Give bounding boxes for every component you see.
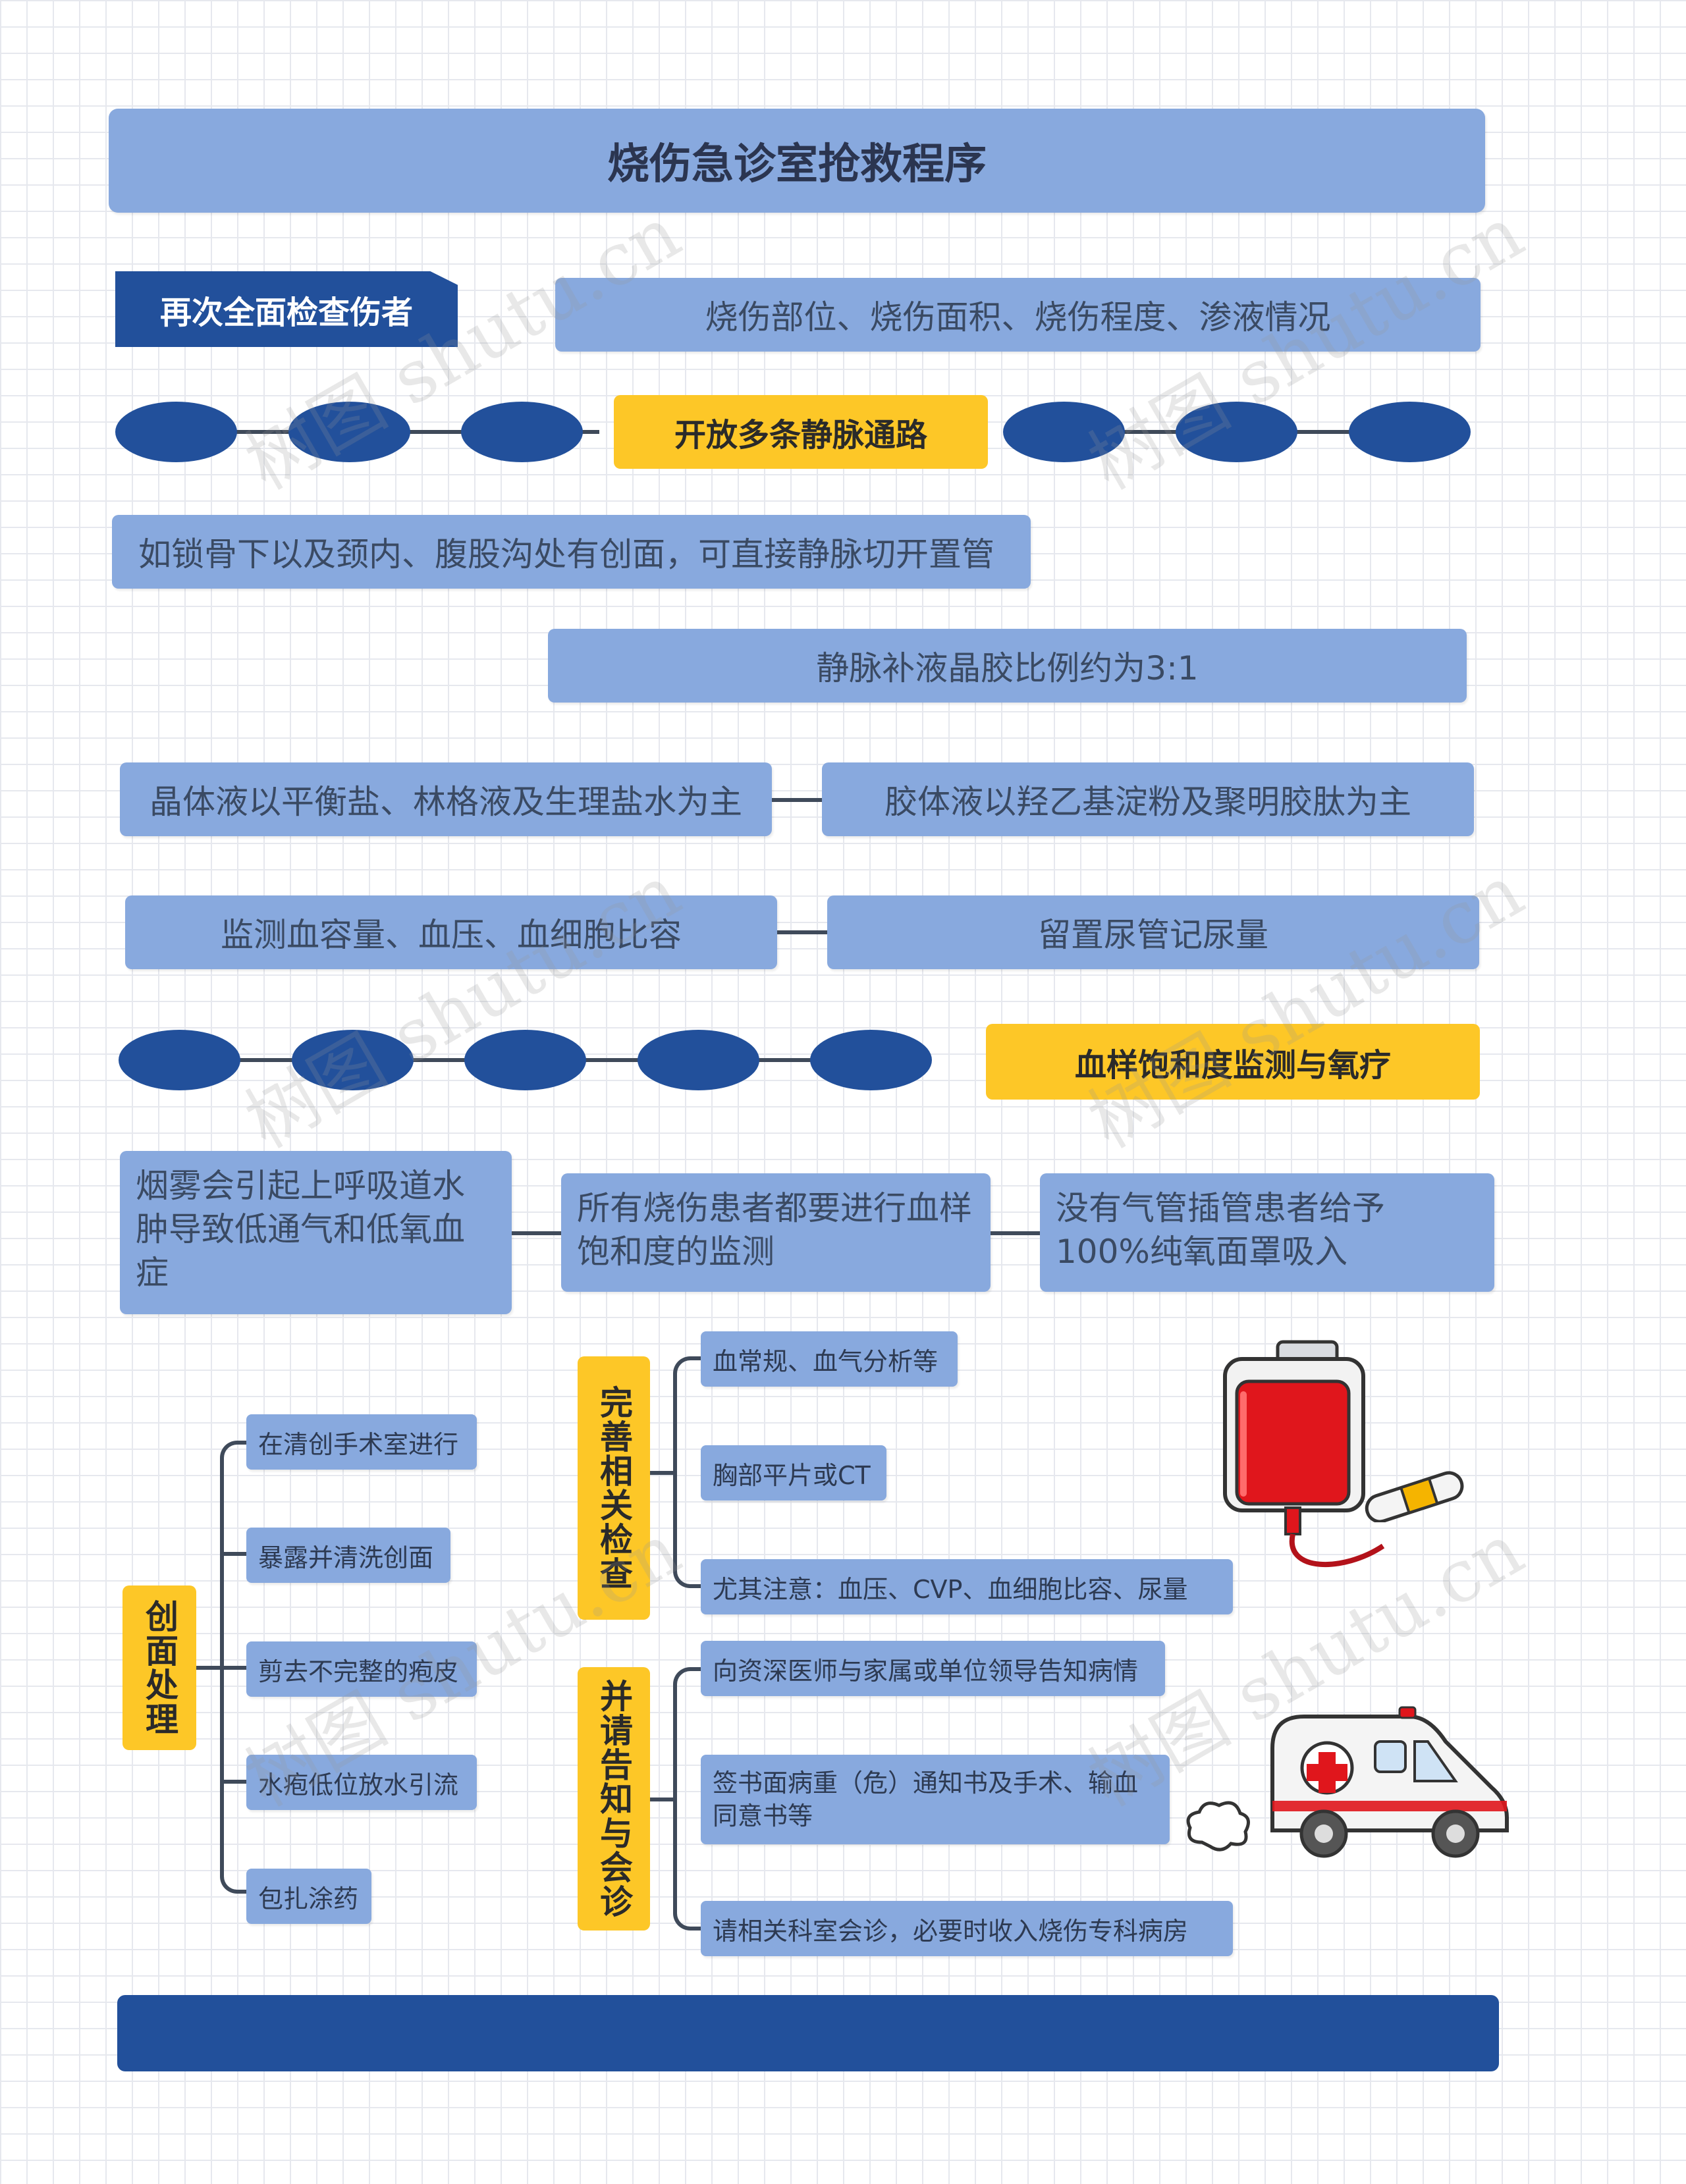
watermark: 树图 shutu.cn [223, 834, 695, 1167]
wound-item-text: 包扎涂药 [258, 1884, 359, 1913]
decor-oval [638, 1030, 759, 1090]
blood-bag-icon [1223, 1340, 1385, 1568]
crystal-box: 晶体液以平衡盐、林格液及生理盐水为主 [120, 762, 772, 836]
decor-oval [1003, 402, 1125, 462]
connector [224, 1552, 246, 1556]
iv-ratio-text: 静脉补液晶胶比例约为3:1 [816, 649, 1199, 687]
monitor-box: 监测血容量、血压、血细胞比容 [125, 895, 777, 969]
connector [991, 1231, 1040, 1235]
wound-item: 暴露并清洗创面 [246, 1528, 450, 1583]
notify-item-text: 请相关科室会诊，必要时收入烧伤专科病房 [713, 1916, 1189, 1946]
decor-oval [1176, 402, 1297, 462]
crystal-text: 晶体液以平衡盐、林格液及生理盐水为主 [150, 783, 742, 821]
exams-label: 完善相关检查 [595, 1385, 633, 1591]
colloid-text: 胶体液以羟乙基淀粉及聚明胶肽为主 [884, 783, 1411, 821]
iv-note: 如锁骨下以及颈内、腹股沟处有创面，可直接静脉切开置管 [112, 515, 1031, 589]
oxygen-box: 没有气管插管患者给予100%纯氧面罩吸入 [1040, 1173, 1494, 1292]
decor-oval [288, 402, 410, 462]
smoke-text: 烟雾会引起上呼吸道水肿导致低通气和低氧血症 [136, 1167, 465, 1292]
connector [224, 1780, 246, 1784]
smoke-box: 烟雾会引起上呼吸道水肿导致低通气和低氧血症 [120, 1151, 512, 1314]
watermark: 树图 shutu.cn [1066, 834, 1538, 1167]
check-tag: 再次全面检查伤者 [115, 271, 458, 347]
exams-bracket [673, 1356, 701, 1588]
wound-label-box: 创面处理 [122, 1585, 196, 1750]
all-patients-text: 所有烧伤患者都要进行血样饱和度的监测 [577, 1189, 972, 1271]
check-detail-text: 烧伤部位、烧伤面积、烧伤程度、渗液情况 [705, 298, 1331, 336]
decor-oval [810, 1030, 932, 1090]
decor-oval [119, 1030, 240, 1090]
connector [224, 1666, 246, 1670]
iv-ratio: 静脉补液晶胶比例约为3:1 [548, 629, 1467, 703]
pill-icon [1365, 1471, 1464, 1522]
connector [196, 1666, 224, 1670]
decor-oval [464, 1030, 586, 1090]
check-detail: 烧伤部位、烧伤面积、烧伤程度、渗液情况 [555, 278, 1481, 352]
exam-item: 血常规、血气分析等 [701, 1331, 958, 1387]
connector [777, 930, 827, 934]
iv-note-text: 如锁骨下以及颈内、腹股沟处有创面，可直接静脉切开置管 [138, 535, 994, 573]
decor-oval [1349, 402, 1471, 462]
wound-bracket [220, 1441, 246, 1894]
exams-label-box: 完善相关检查 [578, 1356, 650, 1620]
wound-label: 创面处理 [140, 1599, 178, 1736]
urine-text: 留置尿管记尿量 [1038, 916, 1268, 954]
notify-item-text: 向资深医师与家属或单位领导告知病情 [713, 1656, 1139, 1686]
check-tag-label: 再次全面检查伤者 [159, 294, 413, 331]
exam-item: 尤其注意：血压、CVP、血细胞比容、尿量 [701, 1559, 1233, 1614]
connector [650, 1471, 676, 1475]
notify-item: 向资深医师与家属或单位领导告知病情 [701, 1641, 1165, 1696]
iv-heading: 开放多条静脉通路 [614, 395, 988, 469]
urine-box: 留置尿管记尿量 [827, 895, 1479, 969]
oxygen-text: 没有气管插管患者给予100%纯氧面罩吸入 [1056, 1189, 1385, 1271]
decor-oval [461, 402, 583, 462]
all-patients-box: 所有烧伤患者都要进行血样饱和度的监测 [561, 1173, 991, 1292]
notify-bracket [673, 1667, 701, 1931]
oxygen-heading-label: 血样饱和度监测与氧疗 [1074, 1046, 1391, 1084]
iv-heading-label: 开放多条静脉通路 [674, 417, 927, 454]
page-title: 烧伤急诊室抢救程序 [607, 140, 987, 189]
decor-oval [115, 402, 237, 462]
wound-item: 剪去不完整的疱皮 [246, 1641, 477, 1697]
notify-item: 签书面病重（危）通知书及手术、输血同意书等 [701, 1755, 1170, 1844]
oxygen-heading: 血样饱和度监测与氧疗 [986, 1024, 1480, 1100]
colloid-box: 胶体液以羟乙基淀粉及聚明胶肽为主 [822, 762, 1474, 836]
ambulance-icon [1270, 1706, 1509, 1858]
decor-oval [292, 1030, 414, 1090]
notify-label-box: 并请告知与会诊 [578, 1667, 650, 1931]
exam-item: 胸部平片或CT [701, 1445, 886, 1501]
footer-bar [117, 1995, 1499, 2071]
connector [512, 1231, 561, 1235]
notify-label: 并请告知与会诊 [595, 1679, 633, 1919]
title-bar: 烧伤急诊室抢救程序 [109, 109, 1485, 213]
wound-item-text: 水疱低位放水引流 [258, 1770, 459, 1799]
exam-item-text: 血常规、血气分析等 [713, 1346, 938, 1376]
exam-item-text: 胸部平片或CT [713, 1460, 871, 1490]
wound-item: 水疱低位放水引流 [246, 1755, 477, 1810]
connector [772, 798, 822, 802]
smoke-puff-icon [1186, 1801, 1250, 1851]
monitor-text: 监测血容量、血压、血细胞比容 [221, 916, 682, 954]
wound-item: 包扎涂药 [246, 1869, 371, 1924]
wound-item-text: 在清创手术室进行 [258, 1429, 459, 1459]
notify-item-text: 签书面病重（危）通知书及手术、输血同意书等 [713, 1769, 1139, 1830]
wound-item-text: 暴露并清洗创面 [258, 1543, 434, 1572]
connector [650, 1798, 676, 1801]
notify-item: 请相关科室会诊，必要时收入烧伤专科病房 [701, 1901, 1233, 1956]
exam-item-text: 尤其注意：血压、CVP、血细胞比容、尿量 [713, 1574, 1188, 1604]
wound-item: 在清创手术室进行 [246, 1414, 477, 1470]
wound-item-text: 剪去不完整的疱皮 [258, 1657, 459, 1686]
